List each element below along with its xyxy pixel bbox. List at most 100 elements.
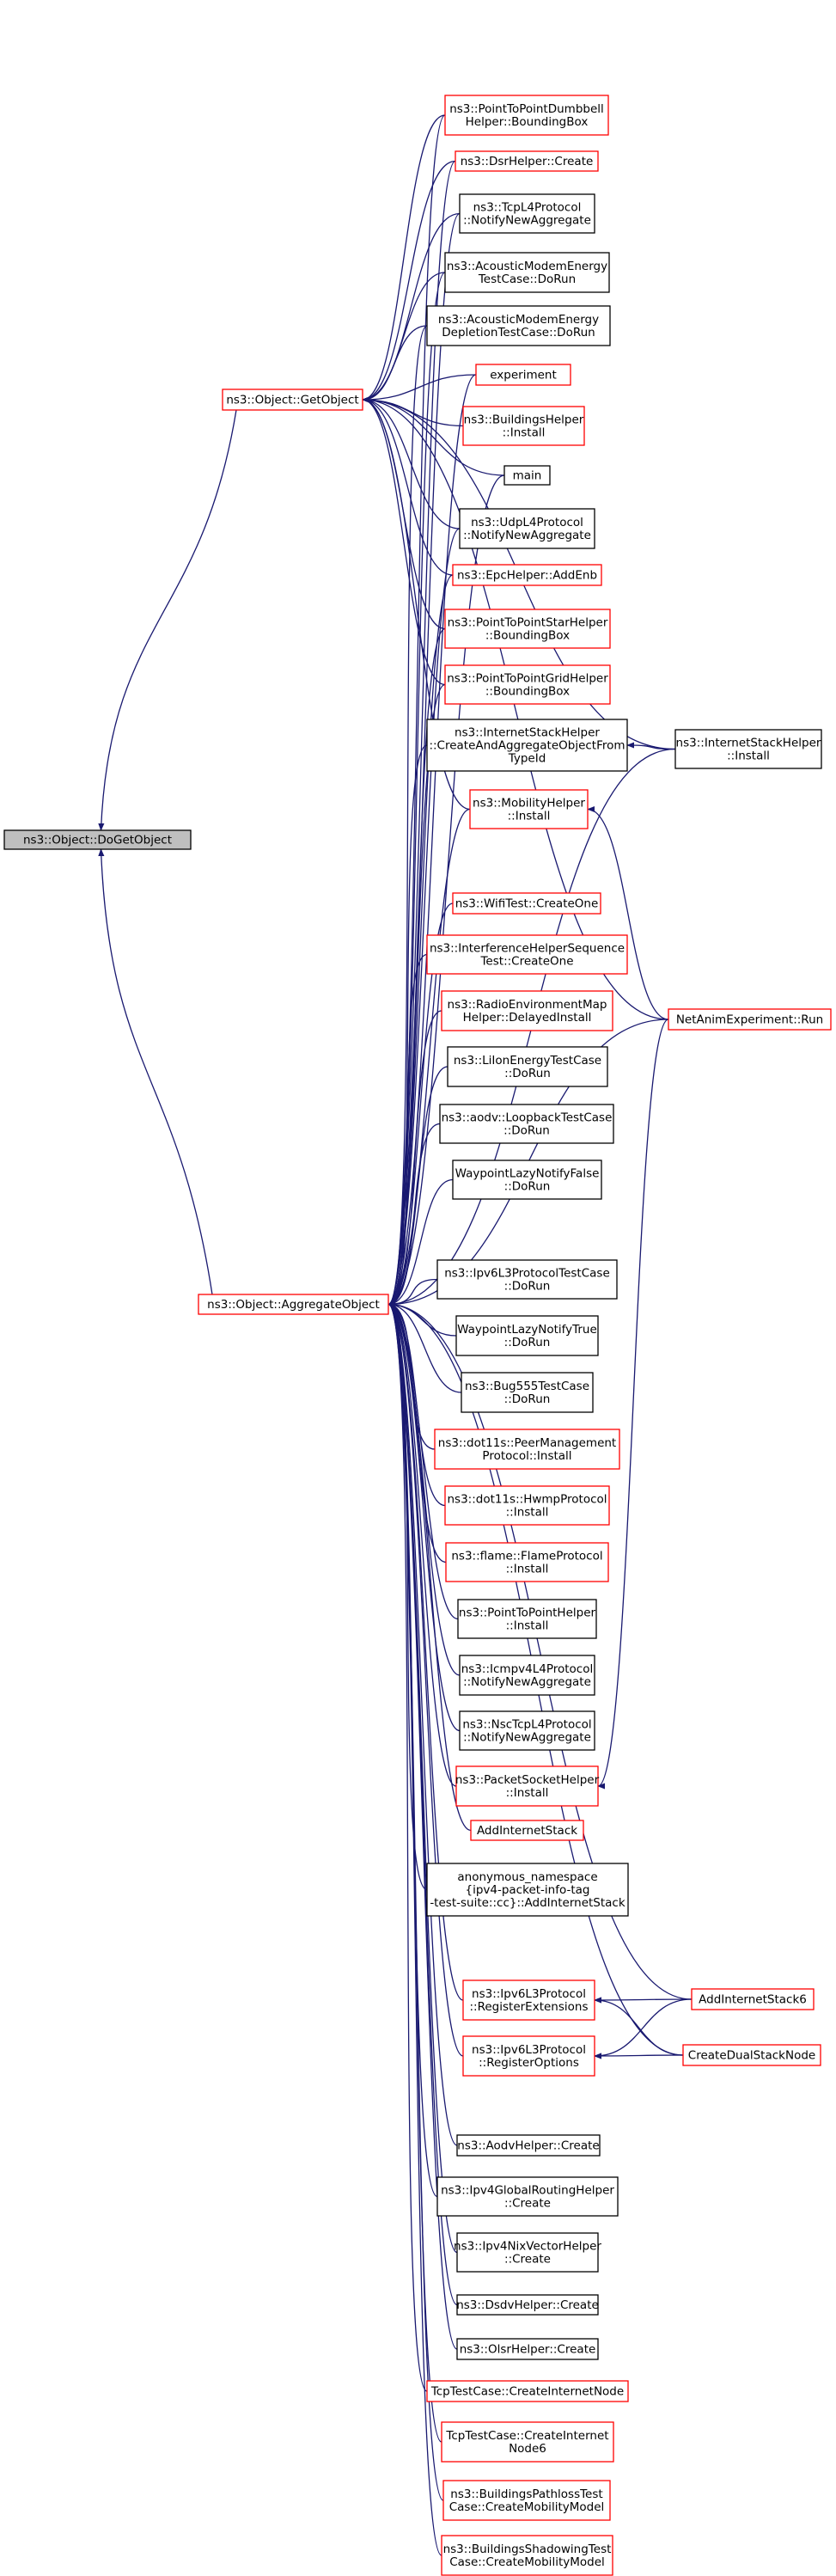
node-nsctcp[interactable]: ns3::NscTcpL4Protocol::NotifyNewAggregat… [459, 1710, 595, 1751]
node-box [461, 1372, 594, 1413]
node-box [682, 2044, 821, 2066]
node-doget[interactable]: ns3::Object::DoGetObject [3, 829, 192, 850]
node-label: ::Install [506, 1786, 549, 1800]
node-label: ns3::AcousticModemEnergy [438, 313, 599, 327]
node-label: experiment [490, 369, 557, 382]
node-dot11shwmp[interactable]: ns3::dot11s::HwmpProtocol::Install [444, 1485, 610, 1526]
node-p2phelper[interactable]: ns3::PointToPointHelper::Install [457, 1599, 597, 1639]
node-tcpl4[interactable]: ns3::TcpL4Protocol::NotifyNewAggregate [459, 193, 595, 234]
node-buildingsshadow[interactable]: ns3::BuildingsShadowingTestCase::CreateM… [441, 2535, 613, 2576]
node-label: Case::CreateMobilityModel [449, 2500, 605, 2514]
node-box [444, 609, 611, 649]
node-box [452, 1160, 602, 1200]
node-bug555[interactable]: ns3::Bug555TestCase::DoRun [461, 1372, 594, 1413]
edge-mobilityinstall-to-getobj [362, 396, 471, 811]
node-box [441, 2421, 614, 2463]
node-dsrhelper[interactable]: ns3::DsrHelper::Create [455, 150, 599, 172]
node-box [459, 193, 595, 234]
node-label: main [513, 469, 542, 483]
node-aodvloop[interactable]: ns3::aodv::LoopbackTestCase::DoRun [439, 1104, 614, 1144]
node-dot11speer[interactable]: ns3::dot11s::PeerManagementProtocol::Ins… [434, 1429, 620, 1470]
edge-acousticdepl-to-aggobj [387, 325, 428, 1307]
node-label: ns3::EpcHelper::AddEnb [457, 569, 597, 583]
node-box [462, 2035, 595, 2077]
node-label: ns3::DsrHelper::Create [461, 155, 594, 168]
node-p2pdumbbell[interactable]: ns3::PointToPointDumbbellHelper::Boundin… [444, 95, 609, 136]
node-label: ::BoundingBox [485, 629, 570, 643]
edge-aggobj-to-doget [98, 848, 213, 1295]
node-waypointtrue[interactable]: WaypointLazyNotifyTrue::DoRun [455, 1315, 599, 1356]
edge-p2pdumbbell-to-getobj [362, 114, 446, 403]
node-netanim[interactable]: NetAnimExperiment::Run [668, 1008, 832, 1031]
node-buildingshelper[interactable]: ns3::BuildingsHelper::Install [462, 406, 585, 446]
node-label: Test::CreateOne [479, 955, 573, 969]
node-box [436, 1259, 618, 1300]
node-label: ::NotifyNewAggregate [463, 214, 591, 228]
node-icmpv4[interactable]: ns3::Icmpv4L4Protocol::NotifyNewAggregat… [459, 1655, 595, 1696]
node-epchelper[interactable]: ns3::EpcHelper::AddEnb [452, 564, 602, 586]
node-interferenceseq[interactable]: ns3::InterferenceHelperSequenceTest::Cre… [426, 934, 628, 975]
node-box [444, 252, 610, 293]
node-box [436, 2176, 619, 2217]
node-label: ns3::TcpL4Protocol [473, 201, 582, 215]
node-box [674, 729, 822, 769]
node-ishinstall[interactable]: ns3::InternetStackHelper::Install [674, 729, 822, 769]
node-box [198, 1294, 389, 1315]
node-label: ns3::Bug555TestCase [465, 1380, 589, 1393]
node-flame[interactable]: ns3::flame::FlameProtocol::Install [445, 1542, 609, 1582]
node-acousticdepl[interactable]: ns3::AcousticModemEnergyDepletionTestCas… [426, 305, 611, 346]
node-ipv6l3test[interactable]: ns3::Ipv6L3ProtocolTestCase::DoRun [436, 1259, 618, 1300]
node-label: ns3::dot11s::HwmpProtocol [447, 1493, 607, 1507]
node-tcpinternet[interactable]: TcpTestCase::CreateInternetNode [426, 2380, 629, 2402]
node-p2pgrid[interactable]: ns3::PointToPointGridHelper::BoundingBox [444, 664, 611, 705]
edge-addinternetstack6-to-ipv6regext [594, 1997, 693, 2004]
node-liion[interactable]: ns3::LiIonEnergyTestCase::DoRun [447, 1046, 608, 1087]
node-label: ::DoRun [504, 1336, 551, 1349]
node-mobilityinstall[interactable]: ns3::MobilityHelper::Install [469, 789, 589, 829]
node-box [442, 2480, 611, 2521]
node-label: ::Create [504, 2253, 551, 2267]
node-getobj[interactable]: ns3::Object::GetObject [222, 389, 363, 411]
edge-bug555-to-aggobj [387, 1300, 462, 1393]
node-label: ns3::Ipv4NixVectorHelper [454, 2240, 601, 2254]
node-box [426, 719, 628, 772]
node-label: ::BoundingBox [485, 685, 570, 699]
node-dsdvhelper[interactable]: ns3::DsdvHelper::Create [456, 2294, 599, 2316]
node-label: ::Install [727, 750, 770, 763]
node-p2pstar[interactable]: ns3::PointToPointStarHelper::BoundingBox [444, 609, 611, 649]
node-label: ns3::BuildingsHelper [464, 413, 584, 427]
node-udpl4[interactable]: ns3::UdpL4Protocol::NotifyNewAggregate [459, 508, 595, 549]
node-addinternetstack6[interactable]: AddInternetStack6 [691, 1988, 815, 2010]
node-main[interactable]: main [503, 465, 551, 486]
node-aodvhelper[interactable]: ns3::AodvHelper::Create [456, 2134, 601, 2157]
node-anonns[interactable]: anonymous_namespace{ipv4-packet-info-tag… [426, 1863, 629, 1917]
node-label: ::Install [503, 426, 546, 440]
node-ipv6regext[interactable]: ns3::Ipv6L3Protocol::RegisterExtensions [462, 1979, 595, 2021]
node-label: ns3::InterferenceHelperSequence [430, 942, 625, 956]
edge-createdualstack-to-ipv6regext [594, 1997, 684, 2056]
node-box [3, 829, 192, 850]
node-olsrhelper[interactable]: ns3::OlsrHelper::Create [456, 2338, 599, 2360]
node-ipv4nix[interactable]: ns3::Ipv4NixVectorHelper::Create [454, 2232, 601, 2273]
node-experiment[interactable]: experiment [475, 364, 571, 386]
node-box [462, 406, 585, 446]
edge-addinternetstack-to-aggobj [387, 1301, 472, 1832]
node-addinternetstack[interactable]: AddInternetStack [470, 1820, 584, 1841]
node-createdualstack[interactable]: CreateDualStackNode [682, 2044, 821, 2066]
node-aggobj[interactable]: ns3::Object::AggregateObject [198, 1294, 389, 1315]
node-ishcreate[interactable]: ns3::InternetStackHelper::CreateAndAggre… [426, 719, 628, 772]
node-wifitest[interactable]: ns3::WifiTest::CreateOne [452, 892, 601, 915]
node-ipv6regopt[interactable]: ns3::Ipv6L3Protocol::RegisterOptions [462, 2035, 595, 2077]
node-ipv4global[interactable]: ns3::Ipv4GlobalRoutingHelper::Create [436, 2176, 619, 2217]
node-packetsocket[interactable]: ns3::PacketSocketHelper::Install [455, 1765, 600, 1807]
edge-radioenv-to-aggobj [387, 1010, 442, 1308]
node-waypointfalse[interactable]: WaypointLazyNotifyFalse::DoRun [452, 1160, 602, 1200]
node-radioenv[interactable]: ns3::RadioEnvironmentMapHelper::DelayedI… [441, 990, 613, 1031]
node-buildingspathloss[interactable]: ns3::BuildingsPathlossTestCase::CreateMo… [442, 2480, 611, 2521]
node-label: ns3::DsdvHelper::Create [456, 2298, 599, 2312]
edge-aodvloop-to-aggobj [387, 1123, 441, 1308]
node-box [441, 990, 613, 1031]
